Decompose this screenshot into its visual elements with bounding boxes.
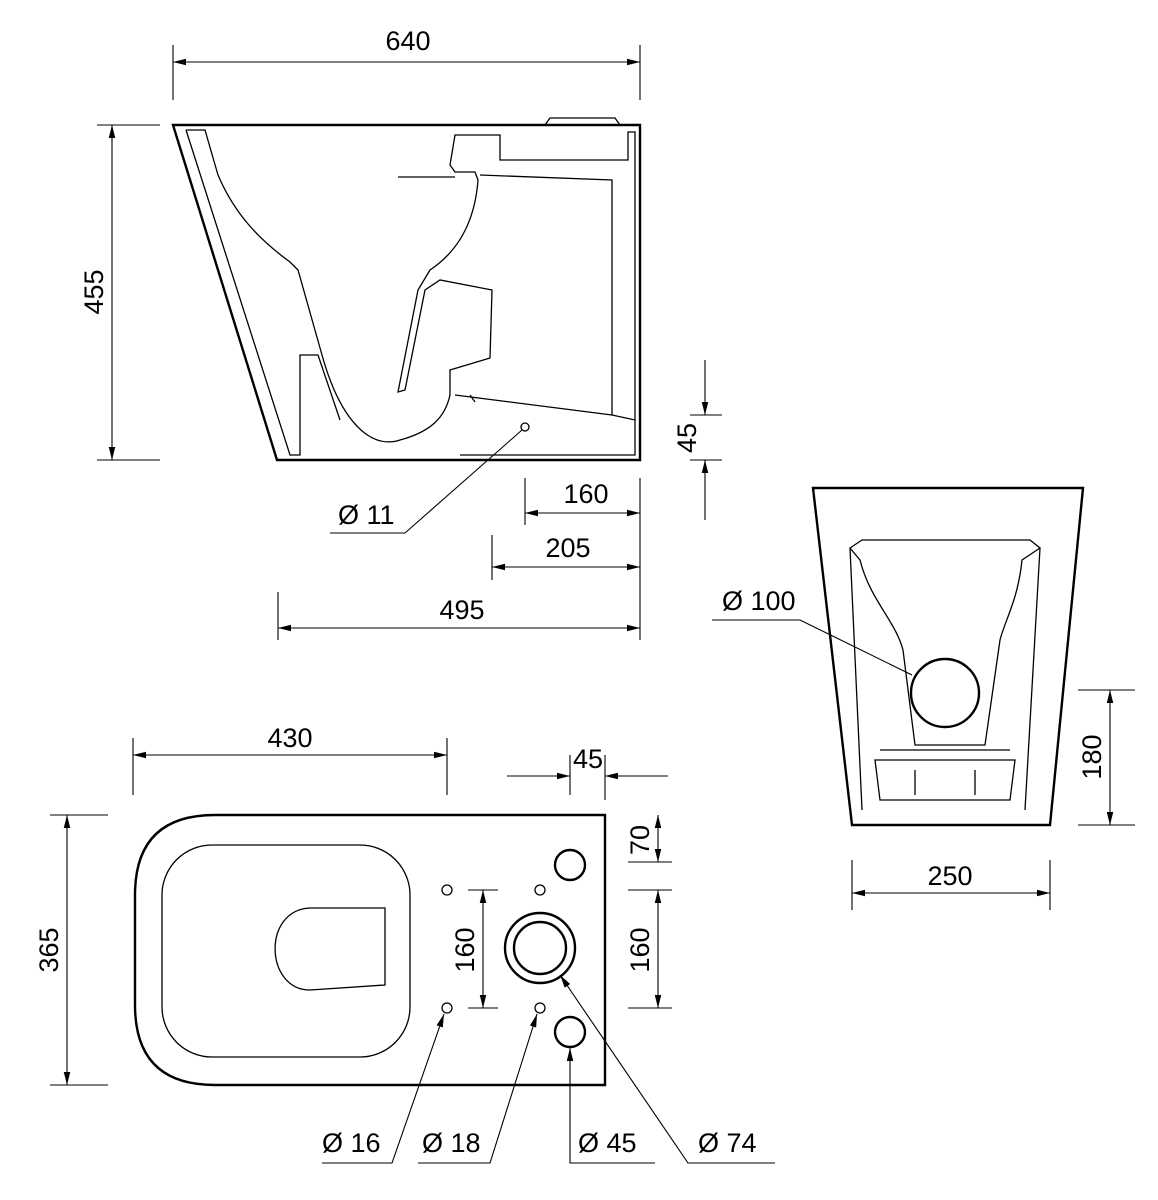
- dim-label: 160: [625, 927, 655, 972]
- dim-640: 640: [172, 26, 641, 100]
- hole-45: [553, 848, 587, 882]
- side-view: 640 455 45 160 205 495: [79, 26, 722, 640]
- side-tank: [398, 117, 621, 403]
- side-fixing-hole: [520, 422, 530, 432]
- front-view: Ø 100 180 250: [712, 486, 1135, 910]
- outlet-74-inner: [512, 920, 568, 976]
- side-outline: [171, 123, 642, 462]
- dim-label: 180: [1077, 734, 1107, 779]
- callout-dia-18: Ø 18: [418, 1013, 538, 1164]
- dim-430: 430: [132, 723, 448, 795]
- side-inner-wall: [185, 129, 636, 456]
- callout-label: Ø 18: [422, 1128, 481, 1158]
- callout-dia-16: Ø 16: [322, 1013, 445, 1164]
- dim-label: 430: [267, 723, 312, 753]
- callout-label: Ø 100: [722, 586, 796, 616]
- dim-label: 365: [34, 927, 64, 972]
- dim-label: 205: [545, 533, 590, 563]
- dim-250: 250: [851, 860, 1051, 910]
- callout-label: Ø 45: [578, 1128, 637, 1158]
- front-outlet: [909, 657, 981, 729]
- dim-70: 70: [625, 815, 672, 863]
- dim-label: 640: [385, 26, 430, 56]
- callout-dia-100: Ø 100: [712, 586, 913, 676]
- dim-label: 160: [450, 927, 480, 972]
- callout-dia-11: Ø 11: [330, 429, 523, 534]
- top-seat: [161, 844, 411, 1058]
- dim-160-right: 160: [625, 889, 672, 1009]
- dim-495: 495: [277, 592, 640, 640]
- dim-160-left: 160: [450, 889, 498, 1009]
- hole-16: [441, 884, 453, 896]
- top-outline: [133, 813, 607, 1087]
- outlet-74-outer: [503, 911, 577, 985]
- dim-455: 455: [79, 124, 160, 461]
- dim-205: 205: [491, 533, 640, 580]
- dim-label: 70: [625, 825, 655, 855]
- callout-dia-74: Ø 74: [559, 974, 775, 1164]
- callout-label: Ø 16: [322, 1128, 381, 1158]
- dim-label: 45: [672, 423, 702, 453]
- dim-180: 180: [1077, 689, 1135, 826]
- dim-label: 455: [79, 269, 109, 314]
- side-bowl: [186, 129, 636, 443]
- top-bowl-opening: [274, 907, 386, 991]
- top-view: 430 45 365 70 160 160: [34, 723, 775, 1164]
- callout-label: Ø 11: [338, 500, 395, 530]
- dim-365: 365: [34, 814, 108, 1086]
- callout-label: Ø 74: [698, 1128, 757, 1158]
- dim-label: 45: [573, 744, 603, 774]
- hole-18: [534, 884, 546, 896]
- hole-45: [553, 1015, 587, 1049]
- front-outline: [811, 486, 1085, 827]
- dim-label: 495: [439, 595, 484, 625]
- dim-label: 250: [927, 861, 972, 891]
- front-bowl: [849, 539, 1042, 811]
- dim-label: 160: [563, 479, 608, 509]
- dim-160-side: 160: [524, 478, 641, 640]
- hole-18: [534, 1002, 546, 1014]
- hole-16: [441, 1002, 453, 1014]
- front-base: [874, 749, 1016, 801]
- dim-45-top: 45: [507, 744, 668, 800]
- callout-dia-45: Ø 45: [566, 1048, 655, 1164]
- dim-45-side: 45: [672, 360, 722, 520]
